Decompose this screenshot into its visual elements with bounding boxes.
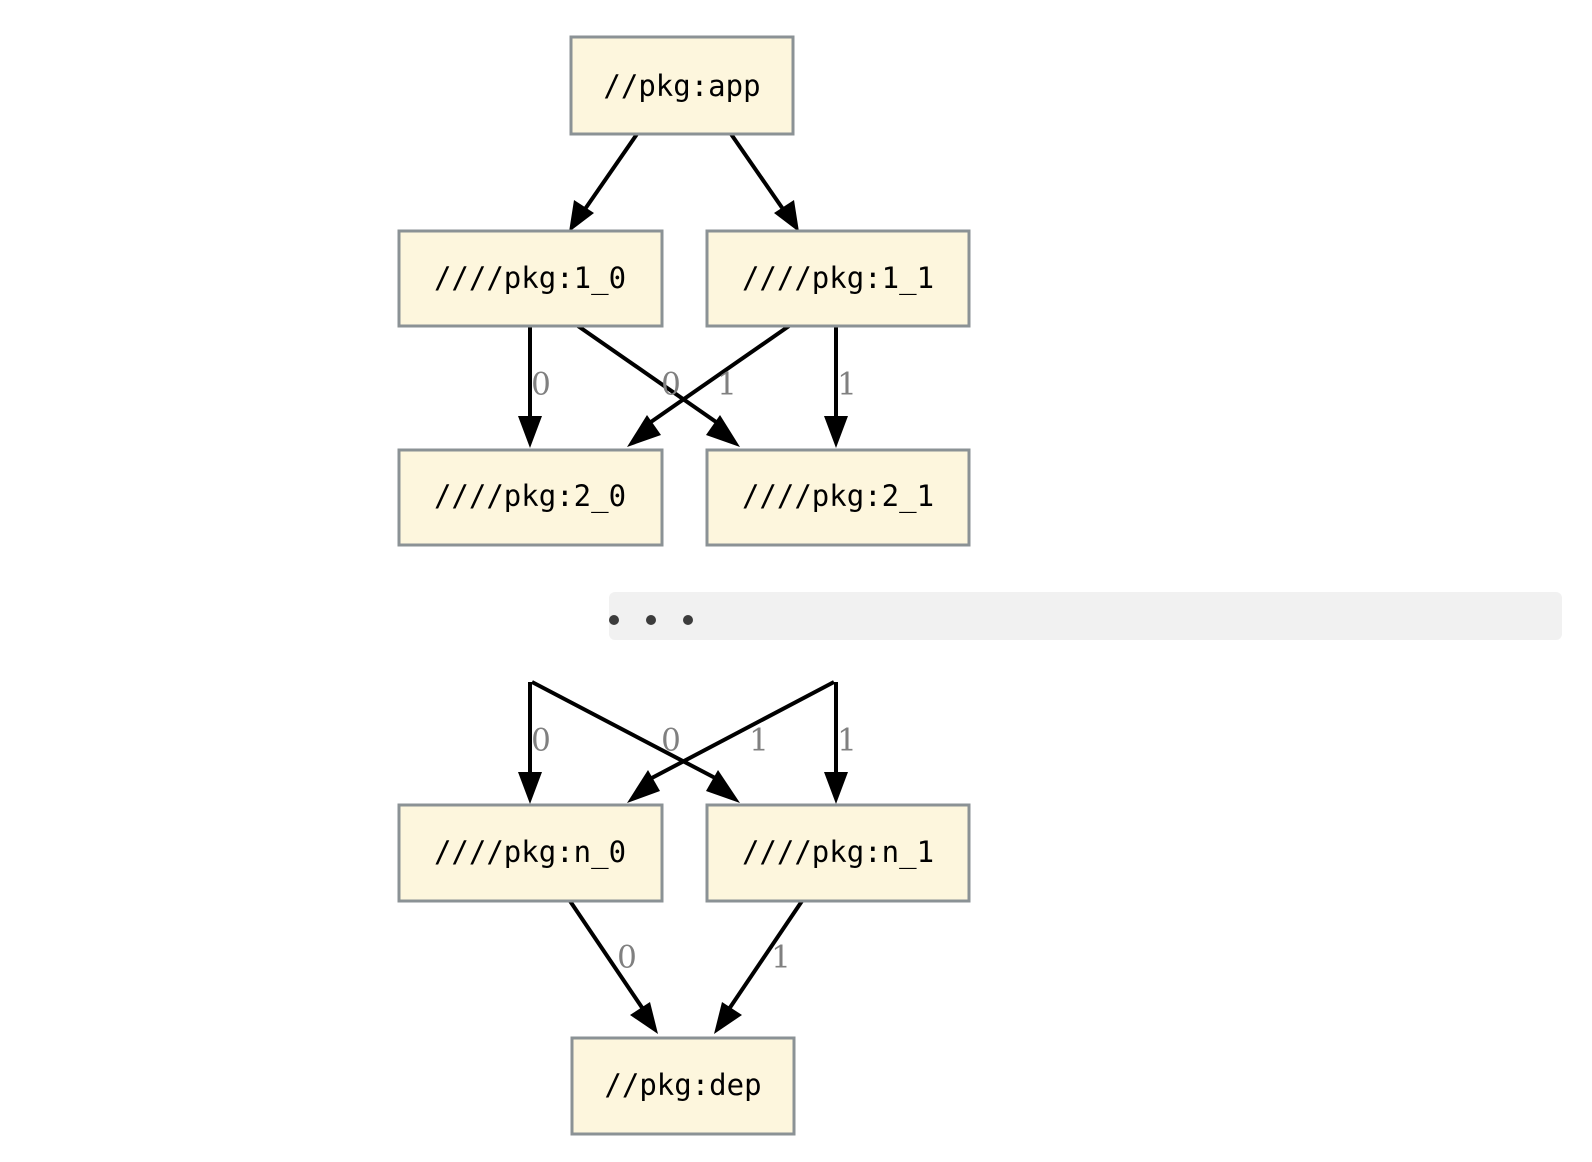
edge-line xyxy=(568,899,647,1014)
edge-label: 0 xyxy=(617,940,637,976)
node-label: ////pkg:n_1 xyxy=(742,835,934,870)
edge-line xyxy=(725,899,804,1014)
edge-line xyxy=(729,132,787,214)
arrowhead-icon xyxy=(706,770,740,803)
node-label: //pkg:dep xyxy=(604,1068,761,1102)
node-n_1[interactable]: ////pkg:n_1 xyxy=(705,803,971,903)
edge-elided-to-n_0: 0 xyxy=(518,682,551,804)
node-2_0[interactable]: ////pkg:2_0 xyxy=(397,448,664,547)
edge-app-to-1_0 xyxy=(569,132,639,232)
node-2_1[interactable]: ////pkg:2_1 xyxy=(705,448,971,547)
node-label: //pkg:app xyxy=(603,69,760,103)
edge-label: 1 xyxy=(771,940,791,976)
edge-elided2-to-n_0: 1 xyxy=(627,680,835,803)
arrowhead-icon xyxy=(824,416,848,448)
elision-background xyxy=(609,592,1562,640)
arrowhead-icon xyxy=(627,770,660,803)
node-rect[interactable] xyxy=(397,803,664,903)
node-rect[interactable] xyxy=(397,448,664,547)
arrowhead-icon xyxy=(714,1002,742,1034)
edge-label: 0 xyxy=(531,723,551,759)
edge-label: 0 xyxy=(661,367,681,403)
edge-1_0-to-2_0: 0 xyxy=(518,326,551,448)
node-rect[interactable] xyxy=(570,1036,796,1136)
node-label: ////pkg:1_0 xyxy=(434,261,626,296)
node-1_1[interactable]: ////pkg:1_1 xyxy=(705,229,971,328)
node-n_0[interactable]: ////pkg:n_0 xyxy=(397,803,664,903)
edge-line xyxy=(647,680,835,782)
node-dep[interactable]: //pkg:dep xyxy=(570,1036,796,1136)
node-rect[interactable] xyxy=(705,803,971,903)
elision-dot xyxy=(683,615,693,625)
edge-1_0-to-2_1: 0 xyxy=(576,324,740,447)
edge-label: 0 xyxy=(661,723,681,759)
node-rect[interactable] xyxy=(397,229,664,328)
node-label: ////pkg:2_1 xyxy=(742,479,934,514)
edge-label: 1 xyxy=(837,367,857,403)
edge-elided-to-n_1: 0 xyxy=(531,680,740,803)
node-rect[interactable] xyxy=(705,448,971,547)
node-rect[interactable] xyxy=(705,229,971,328)
edge-1_1-to-2_1: 1 xyxy=(824,326,857,448)
node-label: ////pkg:1_1 xyxy=(742,261,934,296)
elision-dot xyxy=(646,615,656,625)
arrowhead-icon xyxy=(774,200,799,232)
node-label: ////pkg:2_0 xyxy=(434,479,626,514)
edge-elided2-to-n_1: 1 xyxy=(824,682,857,804)
node-app[interactable]: //pkg:app xyxy=(569,35,795,136)
arrowhead-icon xyxy=(518,416,542,448)
edge-label: 0 xyxy=(531,367,551,403)
edge-label: 1 xyxy=(837,723,857,759)
arrowhead-icon xyxy=(569,200,594,232)
edge-label: 1 xyxy=(717,367,737,403)
arrowhead-icon xyxy=(518,772,542,804)
edge-line xyxy=(646,324,791,426)
arrowhead-icon xyxy=(627,415,661,447)
arrowhead-icon xyxy=(630,1002,658,1034)
edge-1_1-to-2_0: 1 xyxy=(627,324,791,447)
arrowhead-icon xyxy=(706,415,740,447)
elision-band xyxy=(609,592,1562,640)
edge-line xyxy=(576,324,721,426)
edge-app-to-1_1 xyxy=(729,132,799,232)
edge-line xyxy=(581,132,639,214)
node-1_0[interactable]: ////pkg:1_0 xyxy=(397,229,664,328)
edge-n_1-to-dep: 1 xyxy=(714,899,804,1034)
edge-line xyxy=(531,680,720,782)
node-rect[interactable] xyxy=(569,35,795,136)
edge-label: 1 xyxy=(749,723,769,759)
edge-n_0-to-dep: 0 xyxy=(568,899,658,1034)
node-label: ////pkg:n_0 xyxy=(434,835,626,870)
arrowhead-icon xyxy=(824,772,848,804)
elision-dot xyxy=(609,615,619,625)
